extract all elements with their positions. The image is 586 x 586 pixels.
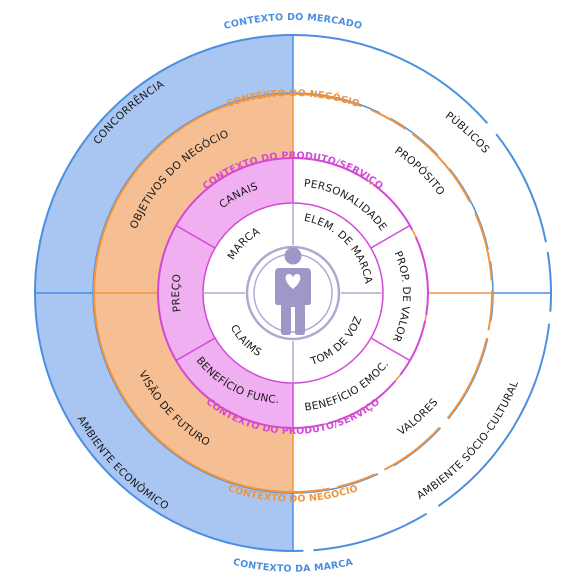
segment-proposito: PROPÓSITO bbox=[392, 145, 447, 198]
business-ring-left-fill bbox=[94, 94, 293, 492]
inner-ring-outline bbox=[203, 203, 383, 383]
segment-publicos: PÚBLICOS bbox=[443, 110, 492, 156]
segment-claims: CLAIMS bbox=[228, 323, 264, 359]
product-ring-left-fill bbox=[158, 158, 293, 428]
segment-marca: MARCA bbox=[225, 225, 262, 262]
context-market-label: CONTEXTO DO MERCADO bbox=[223, 12, 363, 32]
market-ring-left-fill bbox=[35, 35, 293, 551]
context-brand-label: CONTEXTO DA MARCA bbox=[232, 557, 354, 575]
segment-valores: VALORES bbox=[396, 396, 441, 438]
segment-elem-de-marca: ELEM. DE MARCA bbox=[303, 212, 374, 286]
segment-prop-de-valor: PROP. DE VALOR bbox=[390, 249, 412, 344]
segment-preco: PREÇO bbox=[170, 273, 184, 313]
segment-tom-de-voz: TOM DE VOZ bbox=[308, 315, 364, 368]
person-heart-icon bbox=[245, 245, 341, 341]
